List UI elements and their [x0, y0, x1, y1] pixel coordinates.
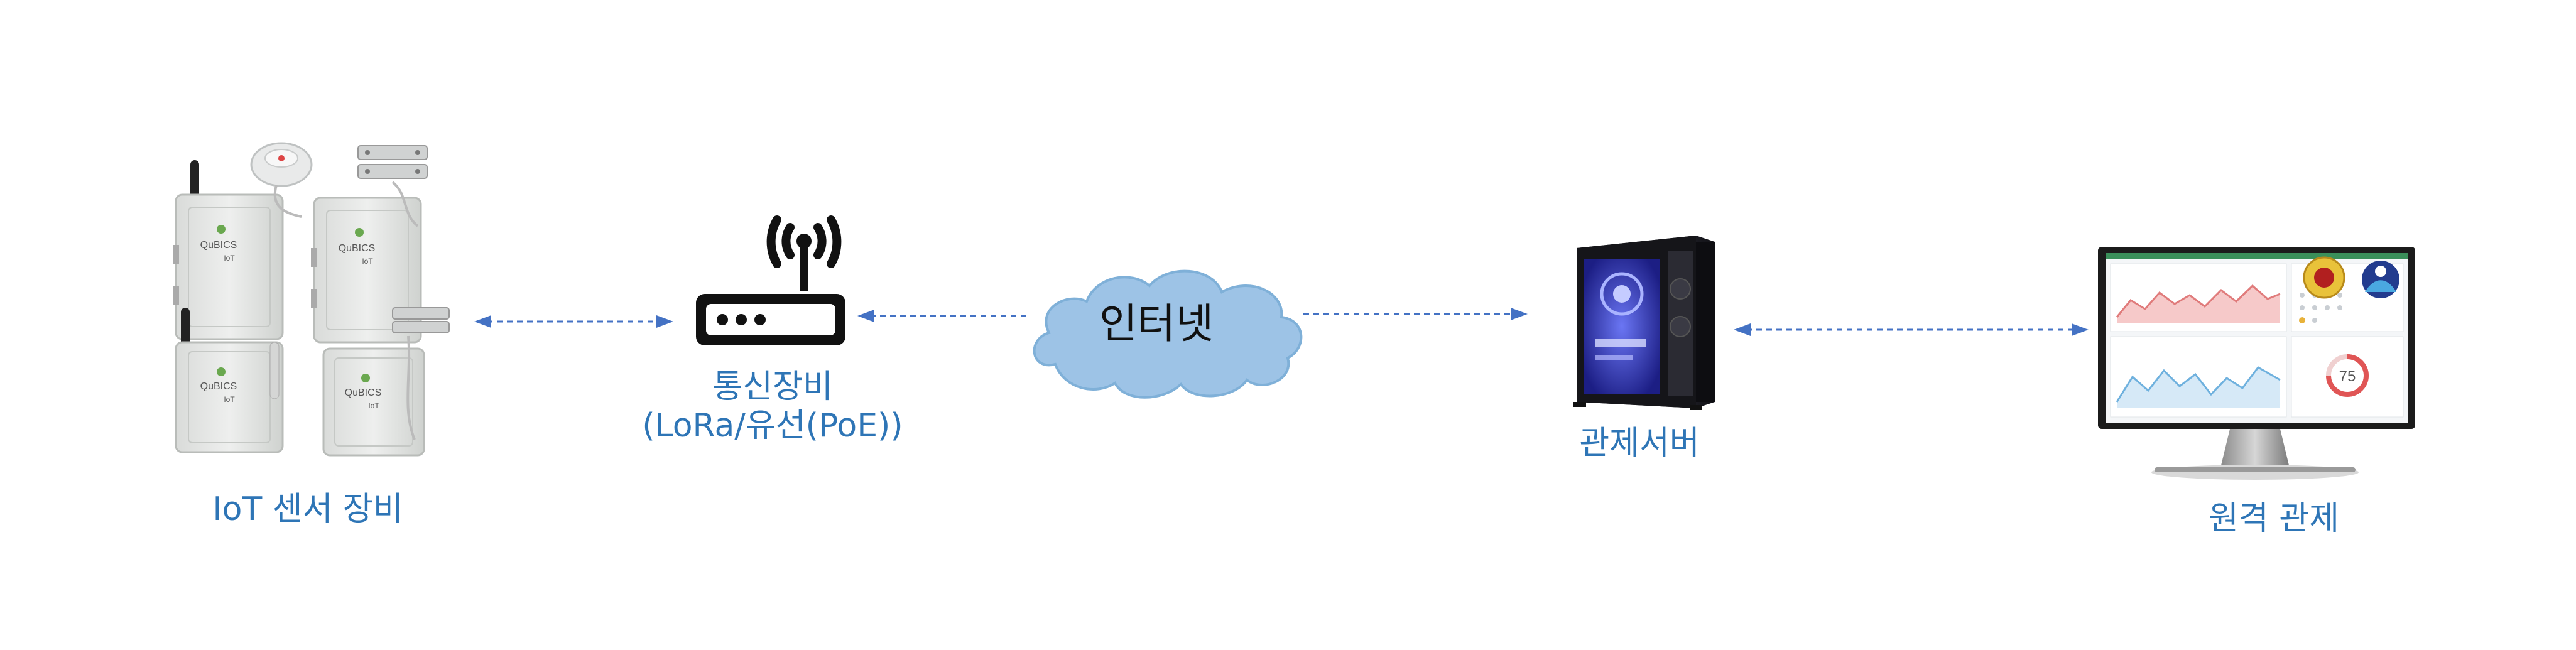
box-brand-text: QuBICS	[200, 381, 237, 392]
box-brand-text: QuBICS	[345, 387, 382, 398]
box-sub-text: IoT	[224, 395, 235, 404]
arrow-head	[656, 315, 673, 328]
box-sub-text: IoT	[362, 257, 373, 266]
connection-lines	[487, 313, 2076, 331]
gateway-label-line1: 통신장비	[712, 368, 833, 406]
arrow-head	[857, 310, 874, 322]
gateway-router	[696, 215, 845, 345]
gateway-label-line2: (LoRa/유선(PoE))	[642, 407, 903, 445]
door-sensor-icon	[357, 145, 428, 227]
gateway-label: 통신장비 (LoRa/유선(PoE))	[609, 367, 936, 446]
cloud-icon	[1033, 269, 1303, 399]
sensor-box: QuBICS IoT	[322, 347, 425, 457]
box-sub-text: IoT	[368, 401, 379, 410]
emblem-icon	[2303, 256, 2345, 299]
arrow-head	[474, 315, 491, 328]
arrow-heads	[474, 308, 2089, 336]
arrow-head	[2072, 323, 2089, 336]
gauge-value: 75	[2339, 368, 2356, 385]
sensor-box: QuBICS IoT	[311, 197, 422, 344]
wifi-signal-icon	[766, 215, 842, 268]
smoke-detector-icon	[250, 142, 313, 218]
sensor-box: QuBICS IoT	[175, 308, 284, 453]
server-label: 관제서버	[1579, 425, 1700, 462]
arrow-head	[1511, 308, 1528, 320]
box-brand-text: QuBICS	[200, 240, 237, 251]
emblem-icon	[2362, 261, 2399, 298]
box-sub-text: IoT	[224, 254, 235, 263]
internet-label: 인터넷	[1099, 300, 1214, 348]
iot-sensor-group: QuBICS IoT QuBICS IoT	[173, 142, 450, 457]
iot-sensor-label: IoT 센서 장비	[212, 490, 403, 528]
box-brand-text: QuBICS	[339, 243, 376, 254]
arrow-head	[1734, 323, 1751, 336]
pc-tower-icon	[1573, 236, 1715, 410]
door-sensor-icon	[392, 307, 450, 440]
sensor-box: QuBICS IoT	[173, 160, 284, 340]
monitor-icon: 75	[2098, 247, 2415, 480]
monitor-label: 원격 관제	[2209, 500, 2339, 538]
